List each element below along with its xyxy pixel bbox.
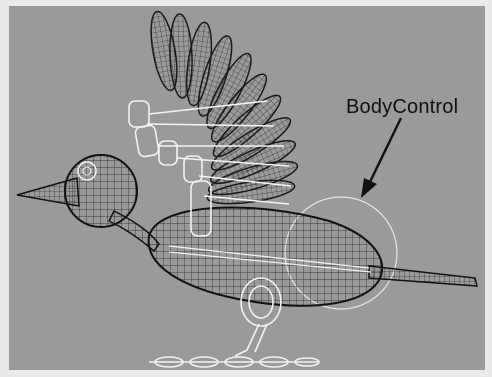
arrow-icon (361, 118, 401, 198)
body-control-label: BodyControl (346, 96, 458, 119)
3d-viewport[interactable]: BodyControl (9, 6, 485, 370)
foot[interactable] (149, 357, 319, 367)
tail[interactable] (369, 266, 477, 286)
beak[interactable] (17, 178, 79, 206)
bird-wireframe-render (9, 6, 485, 370)
